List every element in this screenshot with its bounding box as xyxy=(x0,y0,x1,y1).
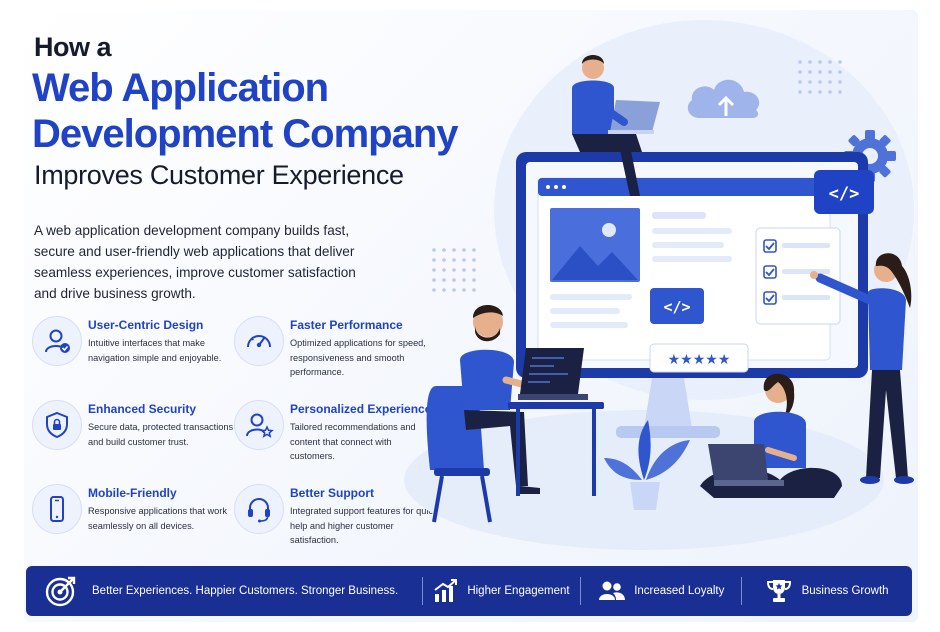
feature-title: Faster Performance xyxy=(290,318,403,332)
feature-title: Personalized Experience xyxy=(290,402,432,416)
target-icon xyxy=(45,576,76,607)
code-icon xyxy=(650,288,704,324)
banner-divider xyxy=(421,577,423,605)
banner-item-increased-loyalty: Increased Loyalty xyxy=(581,566,741,616)
potted-plant xyxy=(604,420,690,510)
feature-title: Mobile-Friendly xyxy=(88,486,177,500)
feature-description: Secure data, protected transactions and … xyxy=(88,422,234,447)
developer-at-desk xyxy=(426,305,604,523)
shield-lock-icon xyxy=(32,400,82,450)
banner-tagline: Better Experiences. Happier Customers. S… xyxy=(92,585,399,597)
banner-item-higher-engagement: Higher Engagement xyxy=(423,566,581,616)
banner-item-business-growth: Business Growth xyxy=(742,566,912,616)
feature-description: Responsive applications that work seamle… xyxy=(88,506,227,531)
svg-text:</>: </> xyxy=(663,298,690,316)
svg-text:★★★★★: ★★★★★ xyxy=(668,352,731,368)
speedometer-icon xyxy=(234,316,284,366)
woman-sitting-with-laptop xyxy=(700,373,842,498)
banner-item-label: Higher Engagement xyxy=(467,585,570,597)
banner-item-label: Increased Loyalty xyxy=(634,585,725,597)
users-icon xyxy=(599,581,626,600)
person-with-laptop-on-monitor xyxy=(572,55,660,196)
svg-text:</>: </> xyxy=(829,184,860,204)
title-line-3: Development Company xyxy=(32,112,459,156)
feature-title: Enhanced Security xyxy=(88,402,197,416)
banner-tagline-segment: Better Experiences. Happier Customers. S… xyxy=(26,566,422,616)
title-line-4: Improves Customer Experience xyxy=(34,160,404,190)
chart-growth-icon xyxy=(434,579,458,602)
dot-grid-decoration xyxy=(432,60,842,292)
feature-description: Optimized applications for speed, respon… xyxy=(290,338,426,377)
banner-item-label: Business Growth xyxy=(801,585,889,597)
code-badge-icon: </> xyxy=(814,170,874,214)
feature-description: Integrated support features for quick he… xyxy=(290,506,438,545)
user-star-icon xyxy=(234,400,284,450)
banner-divider xyxy=(580,577,582,605)
title-line-2: Web Application xyxy=(32,66,329,110)
smartphone-icon xyxy=(32,484,82,534)
headset-icon xyxy=(234,484,284,534)
feature-description: Tailored recommendations and content tha… xyxy=(290,422,416,461)
feature-description: Intuitive interfaces that make navigatio… xyxy=(88,338,222,363)
woman-pointing-at-screen xyxy=(810,253,914,484)
feature-title: Better Support xyxy=(290,486,374,500)
web-development-illustration: </> ★★★★★ </> xyxy=(404,20,914,550)
intro-paragraph: A web application development company bu… xyxy=(34,223,356,301)
rating-stars-icon xyxy=(649,343,749,373)
infographic-card: How a Web Application Development Compan… xyxy=(24,10,918,622)
banner-divider xyxy=(741,577,743,605)
checklist-card xyxy=(755,227,841,325)
feature-title: User-Centric Design xyxy=(88,318,204,332)
cloud-upload-icon xyxy=(687,79,760,118)
benefits-banner: Better Experiences. Happier Customers. S… xyxy=(26,566,912,616)
trophy-icon xyxy=(766,580,791,602)
user-check-icon xyxy=(32,316,82,366)
title-line-1: How a xyxy=(34,32,112,62)
